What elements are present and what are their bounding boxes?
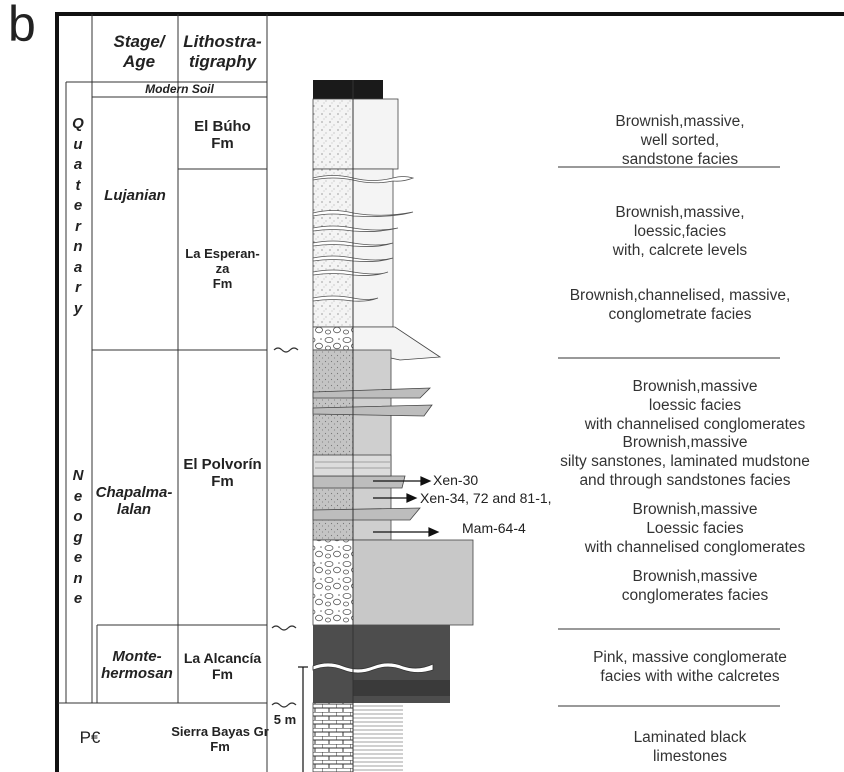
layer-polvorin-conglomerate	[312, 539, 354, 626]
sample-xen-30: Xen-30	[433, 472, 479, 488]
header-lithostratigraphy: Lithostra- tigraphy	[183, 32, 262, 71]
formation-el-buho: El Búho Fm	[194, 118, 251, 153]
modern-soil-label: Modern Soil	[145, 82, 214, 96]
formation-el-polvorin: El Polvorín Fm	[183, 456, 262, 491]
facies-2: Brownish,massive, loessic,facies with, c…	[612, 204, 748, 259]
sample-xen-34: Xen-34, 72 and 81-1,	[420, 490, 552, 506]
formation-la-alcancia: La Alcancía Fm	[183, 650, 262, 683]
era-neogene: Neogene	[68, 466, 88, 610]
header-stage-age: Stage/ Age	[113, 32, 165, 71]
facies-3: Brownish,channelised, massive, conglomet…	[569, 287, 791, 323]
sample-mam-64-4: Mam-64-4	[462, 520, 526, 536]
facies-6: Brownish,massive Loessic facies with cha…	[584, 501, 806, 556]
facies-9: Laminated black limestones	[633, 729, 747, 765]
sample-arrow-icon	[373, 476, 440, 537]
unconformity-icon	[271, 347, 299, 708]
facies-4: Brownish,massive loessic facies with cha…	[584, 378, 806, 433]
era-quaternary-text: Quaternary	[72, 115, 84, 317]
stage-montehermosan: Monte- hermosan	[101, 648, 173, 683]
era-quaternary: Quaternary	[68, 114, 88, 319]
era-precambrian: P€	[79, 728, 101, 747]
facies-8: Pink, massive conglomerate facies with w…	[593, 649, 787, 685]
layer-sierra-bayas	[312, 702, 354, 772]
layer-el-buho	[312, 98, 354, 170]
stage-lujanian: Lujanian	[104, 187, 166, 204]
era-neogene-text: Neogene	[72, 467, 84, 607]
facies-5: Brownish,massive silty sanstones, lamina…	[560, 434, 810, 489]
facies-1: Brownish,massive, well sorted, sandstone…	[615, 113, 745, 168]
panel-label: b	[8, 0, 36, 52]
layer-modern-soil	[313, 80, 383, 99]
layer-el-polvorin	[312, 349, 354, 541]
scale-bar	[298, 666, 308, 772]
scale-label: 5 m	[273, 712, 297, 727]
stage-chapalmalalan: Chapalma- lalan	[95, 484, 173, 519]
formation-la-esperanza: La Esperan- za Fm	[185, 246, 260, 291]
formation-sierra-bayas: Sierra Bayas Gr Fm	[171, 724, 269, 754]
facies-7: Brownish,massive conglomerates facies	[621, 568, 769, 604]
layer-la-esperanza	[312, 168, 354, 328]
